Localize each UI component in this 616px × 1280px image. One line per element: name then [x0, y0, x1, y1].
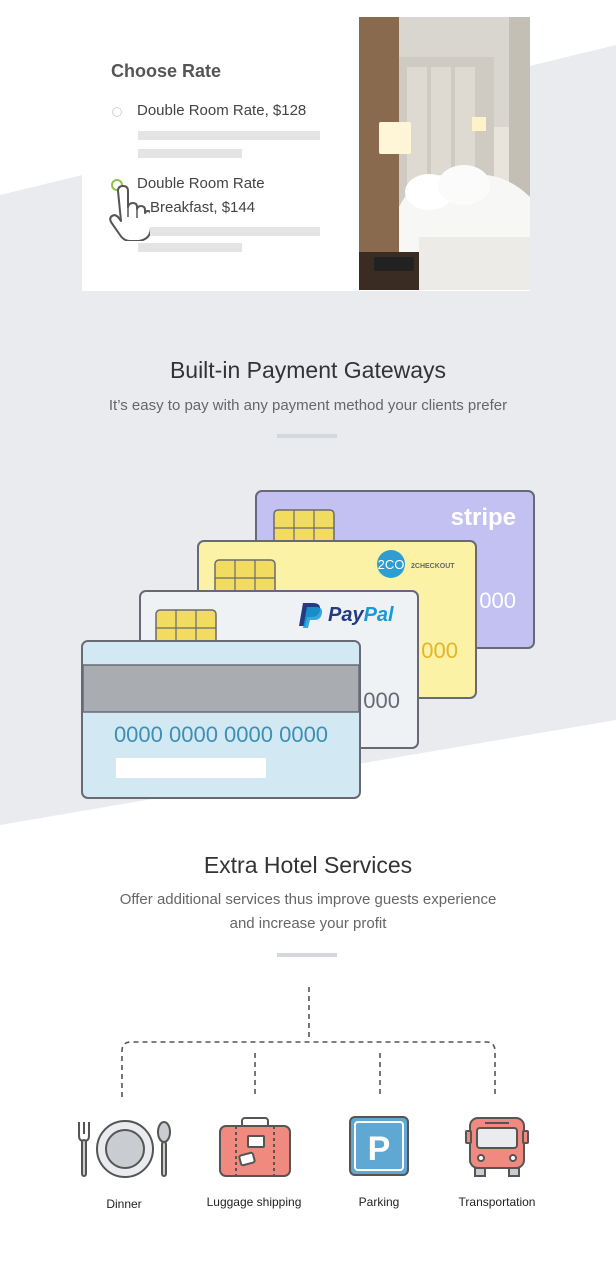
placeholder-line	[138, 149, 242, 158]
placeholder-line	[138, 243, 242, 252]
payment-cards-illustration: stripe 000 2CO 2CHECKOUT 000 PayPal 000 …	[81, 490, 535, 799]
bus-icon	[465, 1117, 529, 1177]
2checkout-card-number: 000	[421, 638, 458, 663]
pointer-hand-icon	[109, 185, 150, 241]
2checkout-logo: 2CHECKOUT	[411, 563, 455, 570]
rate-option-label-2a[interactable]: Double Room Rate	[137, 175, 265, 192]
rate-option-label-1[interactable]: Double Room Rate, $128	[137, 102, 307, 119]
services-section-title: Extra Hotel Services	[203, 852, 413, 878]
hotel-room-photo	[359, 17, 530, 290]
paypal-card-number: 000	[363, 688, 400, 713]
services-subtitle-line-1: Offer additional services thus improve g…	[119, 891, 497, 908]
svg-text:P: P	[368, 1130, 391, 1168]
payment-section-subtitle: It’s easy to pay with any payment method…	[108, 397, 508, 414]
service-label-luggage: Luggage shipping	[206, 1195, 302, 1209]
section-divider	[277, 953, 337, 957]
front-card-number: 0000 0000 0000 0000	[114, 722, 328, 747]
front-card: 0000 0000 0000 0000	[81, 640, 361, 799]
placeholder-line	[138, 227, 320, 236]
2co-badge: 2CO	[378, 557, 405, 572]
parking-icon: P	[349, 1116, 409, 1176]
rate-option-radio-1[interactable]	[112, 107, 122, 117]
placeholder-line	[138, 131, 320, 140]
luggage-icon	[219, 1117, 291, 1177]
service-label-transportation: Transportation	[458, 1195, 536, 1209]
choose-rate-card: Choose Rate Double Room Rate, $128 Doubl…	[82, 17, 530, 291]
payment-section-title: Built-in Payment Gateways	[169, 357, 447, 383]
section-divider	[277, 434, 337, 438]
rate-card-title: Choose Rate	[111, 61, 222, 81]
paypal-logo: PayPal	[328, 604, 394, 626]
service-label-dinner: Dinner	[106, 1197, 142, 1211]
stripe-logo: stripe	[451, 504, 516, 531]
rate-option-label-2b[interactable]: Breakfast, $144	[150, 199, 256, 216]
dinner-plate-icon	[78, 1120, 171, 1178]
services-subtitle-line-2: and increase your profit	[229, 915, 387, 932]
stripe-card-number: 000	[479, 588, 516, 613]
services-connector	[121, 987, 496, 1097]
service-label-parking: Parking	[358, 1195, 400, 1209]
